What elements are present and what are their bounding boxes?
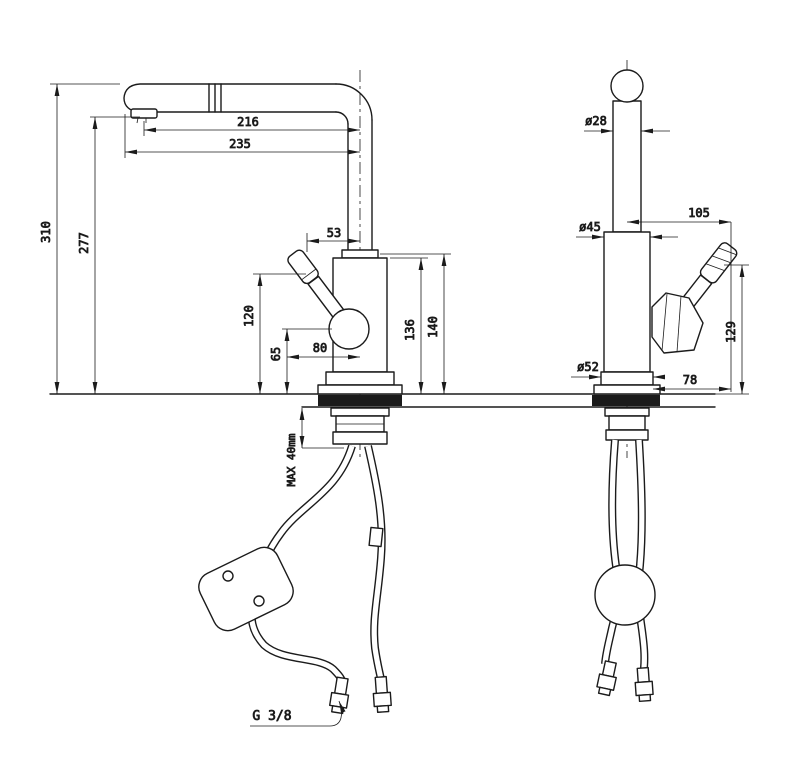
side-grip-body: [699, 242, 738, 284]
dim-max-40: MAX 40mm: [285, 408, 344, 487]
dim-d45: ø45: [576, 220, 678, 240]
spray-nozzle: [130, 108, 158, 119]
side-grip-line-1: [705, 263, 725, 272]
side-grip-line-3: [718, 247, 738, 256]
front-faucet-outline: [123, 83, 403, 715]
dim-216: 216: [143, 115, 360, 136]
side-mounting-locknut: [605, 429, 649, 441]
hose-fitting-left: [328, 676, 350, 715]
side-handle-grip: [699, 242, 738, 284]
thread-leader: [329, 700, 346, 727]
fitting-tip: [638, 693, 652, 703]
fitting-neck: [374, 675, 389, 695]
base-gasket: [318, 395, 402, 406]
dim-d28: ø28: [584, 114, 670, 134]
spray-head: [123, 83, 216, 113]
dim-235: 235: [124, 114, 360, 158]
dim-max40-label: MAX 40mm: [285, 433, 298, 486]
dim-d45-label: ø45: [579, 220, 601, 234]
dim-136-label: 136: [403, 319, 417, 341]
thread-label: G 3/8: [252, 709, 291, 724]
side-spray-head-cap: [610, 69, 644, 103]
hose-weight-screw-1: [222, 570, 234, 582]
side-faucet-outline: [592, 69, 738, 703]
dim-65: 65: [269, 328, 332, 394]
dim-78: 78: [653, 373, 731, 392]
dim-80-label: 80: [313, 341, 327, 355]
dim-140-label: 140: [426, 316, 440, 338]
side-hose-fitting-left: [596, 660, 617, 697]
thread-callout: G 3/8: [250, 700, 346, 727]
handle-ball-joint: [328, 308, 370, 350]
side-hoses: [594, 439, 656, 669]
handle-grip-cap-line: [301, 268, 317, 281]
side-joint-facet-2: [676, 295, 682, 353]
fitting-nut: [372, 691, 392, 708]
side-spout-pipe: [612, 100, 642, 233]
dim-120-label: 120: [242, 305, 256, 327]
side-hose-loop: [594, 564, 656, 626]
dim-65-label: 65: [269, 347, 283, 361]
base-plate: [317, 384, 403, 395]
spout-bend-outer: [335, 83, 373, 121]
body-collar: [341, 249, 379, 259]
side-mounting-washer: [604, 407, 650, 417]
side-base-gasket: [592, 395, 660, 406]
side-dimensions: ø28 105 ø45 ø52 78: [571, 114, 749, 394]
fitting-neck: [636, 666, 650, 684]
side-handle-joint: [651, 292, 704, 354]
fitting-nut: [634, 680, 654, 697]
handle-grip: [287, 249, 319, 285]
side-view: ø28 105 ø45 ø52 78: [571, 60, 749, 703]
front-view: 216 235 310 277: [39, 70, 451, 727]
side-mounting-nut: [608, 415, 646, 431]
dim-216-label: 216: [237, 115, 259, 129]
spout-bend-inner: [335, 111, 349, 125]
handle-grip-body: [287, 249, 319, 285]
dim-53-label: 53: [327, 226, 341, 240]
side-base-flange: [600, 371, 654, 386]
hose-weight: [198, 546, 294, 632]
dim-310: 310: [39, 83, 120, 394]
dim-136: 136: [390, 257, 428, 394]
dim-140: 140: [380, 253, 451, 394]
dim-53: 53: [306, 226, 360, 252]
dim-78-label: 78: [683, 373, 697, 387]
dim-277-label: 277: [77, 232, 91, 254]
side-grip-line-2: [711, 255, 731, 264]
dim-d52: ø52: [571, 360, 665, 380]
dim-105: 105: [627, 206, 732, 392]
fitting-tip: [597, 686, 612, 697]
dim-310-label: 310: [39, 221, 53, 243]
dim-235-label: 235: [229, 137, 251, 151]
spray-tick-1: [136, 117, 139, 124]
hose-weight-screw-2: [253, 595, 265, 607]
dim-129-label: 129: [724, 321, 738, 343]
hose-fitting-right: [372, 675, 392, 714]
side-joint-facet-1: [661, 293, 668, 352]
dim-120: 120: [242, 273, 306, 394]
side-base-plate: [593, 384, 661, 395]
dim-105-label: 105: [688, 206, 710, 220]
dim-80: 80: [287, 341, 360, 360]
supply-hose-core: [365, 445, 385, 680]
dim-277: 277: [77, 116, 140, 394]
side-hose-fitting-right: [634, 666, 654, 703]
mounting-locknut: [332, 431, 388, 445]
base-flange: [325, 371, 395, 386]
side-body: [603, 231, 651, 373]
fitting-tip: [376, 704, 390, 714]
dim-d28-label: ø28: [585, 114, 607, 128]
front-dimensions: 216 235 310 277: [39, 83, 451, 727]
mounting-washer: [330, 407, 390, 417]
fitting-neck: [333, 676, 349, 696]
hose-clip: [368, 526, 384, 548]
dim-129: 129: [724, 264, 749, 394]
dim-d52-label: ø52: [577, 360, 599, 374]
hose-weight-body: [198, 546, 294, 632]
